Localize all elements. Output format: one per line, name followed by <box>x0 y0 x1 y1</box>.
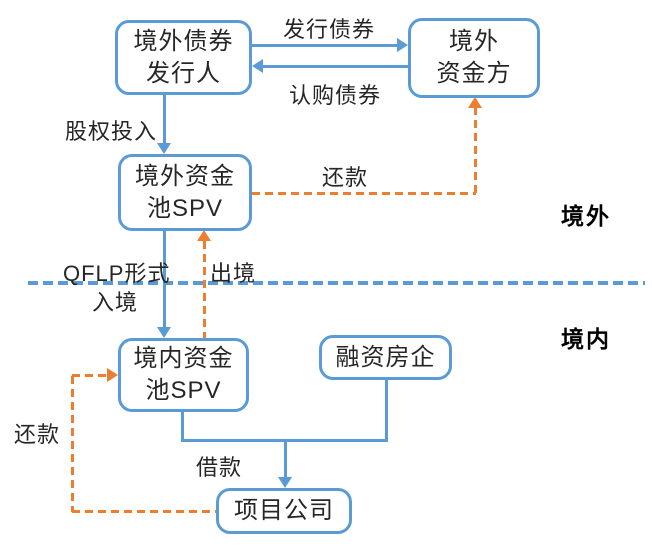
node-financing-developer: 融资房企 <box>319 335 452 380</box>
outbound-arrowhead-icon <box>197 230 211 241</box>
node-offshore-pool-spv: 境外资金 池SPV <box>118 154 252 231</box>
loan-line <box>284 442 287 479</box>
equity-investment-line <box>163 95 166 145</box>
outbound-line <box>203 241 206 338</box>
border-separator-line <box>28 281 645 285</box>
label-region-onshore: 境内 <box>561 326 611 352</box>
label-loan: 借款 <box>196 455 243 480</box>
label-subscribe-bonds: 认购债券 <box>289 83 382 108</box>
subscribe-bonds-line <box>263 65 408 68</box>
label-qflp-entry-line2: 入境 <box>92 290 139 315</box>
repayment-offshore-line-v <box>474 107 477 194</box>
repayment-onshore-arrowhead-icon <box>107 368 118 382</box>
node-offshore-capital-provider: 境外 资金方 <box>408 18 540 98</box>
node-project-company: 项目公司 <box>216 488 352 534</box>
label-equity-investment: 股权投入 <box>65 119 158 144</box>
repayment-offshore-arrowhead-icon <box>468 97 482 108</box>
issue-bonds-line <box>252 44 399 47</box>
qflp-entry-arrowhead-icon <box>157 327 171 338</box>
onshore-spv-down-line <box>181 412 184 442</box>
label-repayment-offshore: 还款 <box>322 165 369 190</box>
label-issue-bonds: 发行债券 <box>283 17 376 42</box>
loan-arrowhead-icon <box>278 477 292 488</box>
label-repayment-onshore: 还款 <box>14 422 61 447</box>
label-region-offshore: 境外 <box>561 203 611 229</box>
developer-down-line <box>385 380 388 442</box>
label-qflp-entry-line1: QFLP形式 <box>63 261 171 286</box>
repayment-offshore-line-h <box>252 192 476 195</box>
node-offshore-bond-issuer: 境外债券 发行人 <box>115 20 252 95</box>
issue-bonds-arrowhead-icon <box>397 38 408 52</box>
subscribe-bonds-arrowhead-icon <box>252 59 263 73</box>
loan-junction-line <box>181 439 388 442</box>
equity-investment-arrowhead-icon <box>157 143 171 154</box>
qflp-entry-line <box>163 231 166 329</box>
repayment-onshore-line-v <box>71 376 74 512</box>
repayment-onshore-line-bottom <box>72 510 216 513</box>
label-outbound: 出境 <box>210 261 257 286</box>
repayment-onshore-line-top <box>72 374 109 377</box>
node-onshore-pool-spv: 境内资金 池SPV <box>118 338 249 412</box>
